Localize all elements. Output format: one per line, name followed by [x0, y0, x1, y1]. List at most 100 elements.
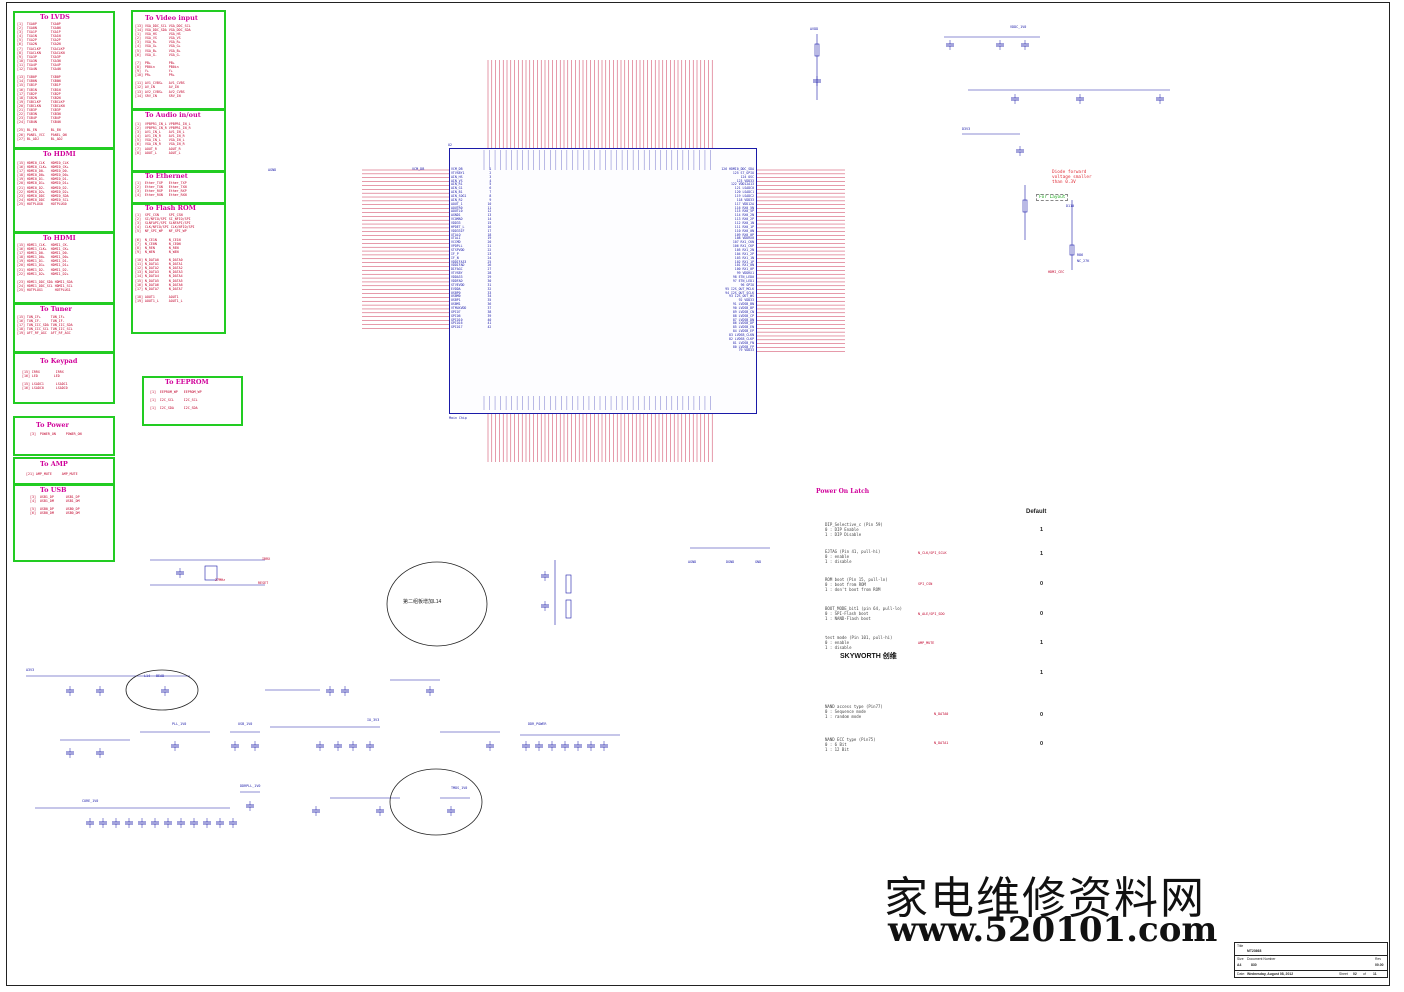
bead-label: BEAD: [156, 674, 165, 678]
reset-label: RESET: [258, 581, 269, 585]
usb-pins: [3] USB1_DP USB1_DP [4] USB1_DM USB1_DM …: [30, 495, 80, 516]
l14-note: 第二组板增加L14: [403, 599, 442, 605]
audio-title: To Audio in/out: [145, 111, 201, 119]
latch-desc-4: test mode (Pin 101, pull-hi) 0 : enable …: [825, 635, 893, 650]
latch-default-6: 0: [1040, 712, 1044, 718]
amp-title: To AMP: [40, 460, 68, 468]
watermark-url: www.520101.com: [888, 910, 1218, 950]
hdmi1-title: To HDMI: [43, 234, 76, 242]
chip-top-pins: [483, 150, 711, 170]
rail-gnd-1: GND: [755, 560, 762, 564]
latch-net-2: SPI_CSN: [918, 582, 933, 586]
latch-net-1: N_CLK/SPI_SCLK: [918, 551, 947, 555]
rail-vddc-1v0: VDDC_1V0: [1010, 25, 1027, 29]
tb-sheet-label: Sheet: [1339, 972, 1348, 976]
rail-core-1v0: CORE_1V0: [82, 799, 99, 803]
chip-bottom-pins: [483, 396, 711, 410]
rail-agnd-1: AGND: [268, 168, 277, 172]
ethernet-pins: [1] Ether_TXP Ether_TXP [2] Ether_TXN Et…: [135, 181, 187, 198]
eeprom-pins: [1] EEPROM_WP EEPROM_WP [1] I2C_SCL I2C_…: [150, 390, 202, 411]
tb-size-label: Size: [1237, 957, 1244, 961]
highlight-circle: [386, 561, 488, 647]
latch-default-0: 1: [1040, 527, 1044, 533]
flash-rom-pins: [1] SPI_CSN SPI_CSN [2] SI/NFIO/SPI SI_N…: [135, 213, 195, 303]
latch-net-3: N_ALE/SPI_SDO: [918, 612, 945, 616]
hdmi1-pins: [15] HDMI1_CLK- HDMI1_CK- [16] HDMI1_CLK…: [17, 243, 73, 293]
lvds-pins: [1] TXA0P TXA0P [2] TXA0N TXA0N [3] TXA1…: [17, 22, 67, 141]
latch-desc-7: NAND ECC type (Pin75) 0 : 6 Bit 1 : 12 B…: [825, 737, 876, 752]
rail-agnd-2: AGND: [688, 560, 697, 564]
power-title: To Power: [36, 421, 69, 429]
rail-io-3v3: IO_3V3: [367, 718, 380, 722]
latch-default-1: 1: [1040, 551, 1044, 557]
keypad-title: To Keypad: [40, 357, 78, 365]
l14-label: L14: [144, 674, 151, 678]
component: [565, 574, 572, 594]
watermark-chinese: 家电维修资料网: [884, 873, 1206, 924]
rail-dgnd-1: DGND: [726, 560, 735, 564]
rail-ddr-power: DDR_POWER: [528, 722, 547, 726]
usb-title: To USB: [40, 486, 67, 494]
tb-of: 11: [1373, 972, 1377, 976]
component: [1069, 244, 1075, 256]
ethernet-title: To Ethernet: [145, 172, 188, 180]
rail-d3v3: D3V3: [962, 127, 971, 131]
tb-size: A4: [1237, 963, 1242, 967]
xtal-label: 27MHz: [215, 578, 226, 582]
usb-group: [13, 484, 115, 562]
latch-default-header: Default: [1026, 509, 1047, 515]
brand-note: SKYWORTH 创维: [840, 653, 897, 660]
latch-default-4: 1: [1040, 640, 1044, 646]
flash-rom-group: [131, 203, 226, 334]
chip-name: Main Chip: [449, 416, 467, 420]
tb-rev-label: Rev: [1375, 957, 1382, 961]
irrx-label: IRRX: [262, 557, 271, 561]
latch-desc-6: NAND access type (Pin77) 0 : Sequence mo…: [825, 704, 883, 719]
amp-pins: [21] AMP_MUTE AMP_MUTE: [26, 472, 78, 476]
power-group: [13, 416, 115, 456]
tb-title: MT23668: [1247, 949, 1262, 953]
component: [1022, 199, 1028, 213]
vcm-db-label: VCM_DB: [412, 167, 425, 171]
tb-of-label: of: [1363, 972, 1366, 976]
main-chip-body: [449, 148, 757, 414]
rail-usb-1v0: USB_1V0: [238, 722, 253, 726]
hdmi0-title: To HDMI: [43, 150, 76, 158]
r86-label: R86: [1077, 253, 1084, 257]
tuner-title: To Tuner: [40, 305, 72, 313]
latch-default-7: 0: [1040, 741, 1044, 747]
eeprom-group: [142, 376, 243, 426]
latch-net-7: N_DATA1: [934, 741, 949, 745]
hdmi0-pins: [15] HDMI0_CLK HDMI0_CLK [16] HDMI0_CLK+…: [17, 161, 69, 206]
layout-note: For Layout: [1036, 194, 1069, 201]
rail-a3v3: A3V3: [26, 668, 35, 672]
eeprom-title: To EEPROM: [165, 378, 209, 386]
sheet-border: [6, 2, 1390, 986]
tb-docnum: 830: [1251, 963, 1257, 967]
tb-date-label: Date:: [1237, 972, 1246, 976]
latch-default-5: 1: [1040, 670, 1044, 676]
audio-pins: [1] VPBPR1_IN_L VPBPR1_IN_L [2] VPBPR1_I…: [135, 122, 191, 155]
component: [204, 565, 218, 581]
video-input-title: To Video input: [145, 14, 198, 22]
latch-default-3: 0: [1040, 611, 1044, 617]
tb-date: Wednesday, August 08, 2012: [1247, 972, 1294, 976]
chip-left-pins: VCM_DB 1 VTVSBY1 2 AIN_HS 3 AIN_VS 4 AIN…: [451, 167, 492, 330]
tb-title-label: Title: [1237, 944, 1244, 948]
d110-label: D110: [1066, 204, 1075, 208]
tb-docnum-label: Document Number: [1247, 957, 1276, 961]
latch-desc-2: ROM boot (Pin 15, pull-lo) 0 : boot from…: [825, 577, 888, 592]
component: [565, 599, 572, 619]
title-block: Title MT23668 Size A4 Document Number 83…: [1234, 942, 1388, 978]
chip-ref: U2: [448, 143, 452, 147]
keypad-group: [13, 352, 115, 404]
latch-net-6: N_DATA0: [934, 712, 949, 716]
tb-sheet: 02: [1353, 972, 1357, 976]
flash-rom-title: To Flash ROM: [145, 204, 196, 212]
rail-avdd: AVDD: [810, 27, 819, 31]
video-input-pins: [13] VGA_DDC_SCL VGA_DDC_SCL [14] VGA_DD…: [135, 24, 191, 98]
keypad-pins: [15] IRRX IRRX [16] LED LED [15] LSADC1 …: [22, 370, 68, 391]
diode-note: Diode forward voltage smaller than 0.3V: [1052, 170, 1092, 186]
